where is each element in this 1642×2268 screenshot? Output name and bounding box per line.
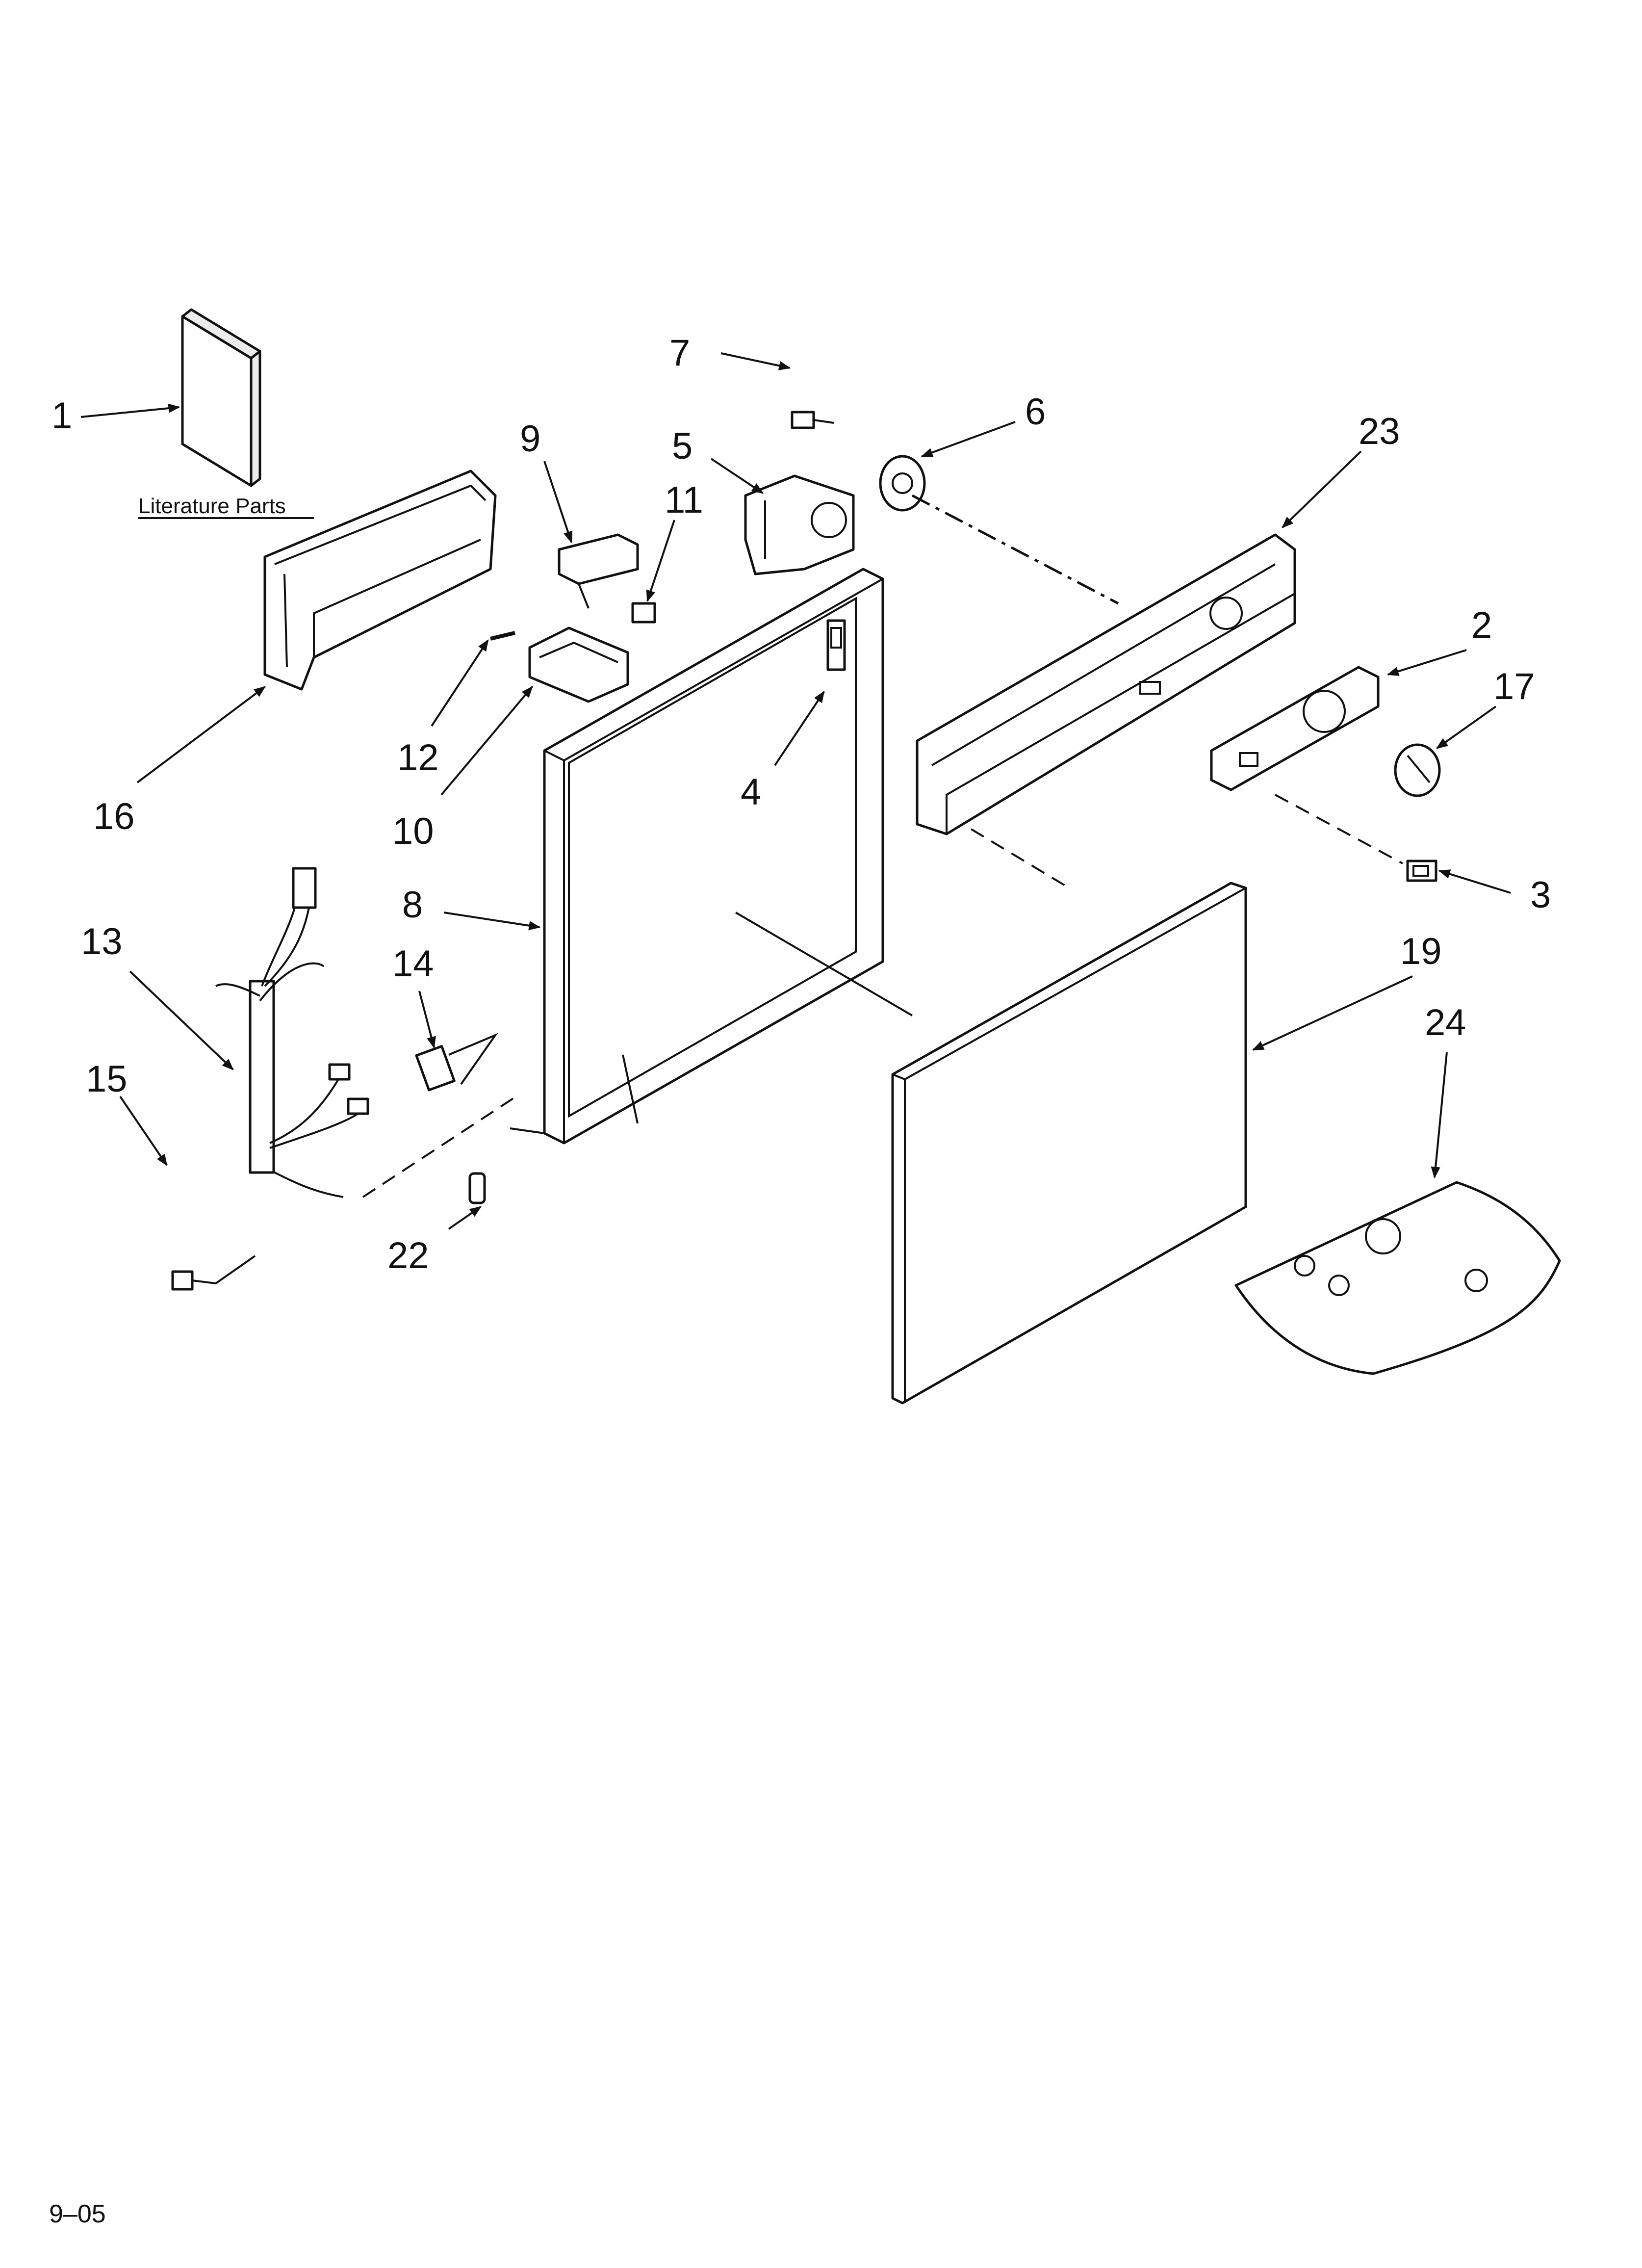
callout-19: 19 xyxy=(1400,931,1442,972)
control-panel-overlay xyxy=(1210,666,1380,791)
callout-23: 23 xyxy=(1359,411,1400,452)
literature-booklet xyxy=(181,308,261,487)
assembly-line-console xyxy=(970,828,1070,889)
leader-2 xyxy=(1386,649,1467,676)
leader-7 xyxy=(720,352,791,370)
callout-24: 24 xyxy=(1425,1002,1466,1043)
callout-2: 2 xyxy=(1471,604,1492,646)
cover-shield xyxy=(263,469,497,691)
spring-pin xyxy=(490,631,515,641)
callout-4: 4 xyxy=(741,771,761,813)
leader-17 xyxy=(1436,705,1497,749)
literature-parts-label: Literature Parts xyxy=(138,494,286,518)
leader-14 xyxy=(418,991,436,1049)
timer-knob-cam xyxy=(879,455,926,512)
assembly-line-panel xyxy=(735,912,913,1017)
callout-8: 8 xyxy=(402,884,423,926)
assembly-line-timer xyxy=(911,494,1119,605)
switch-holder xyxy=(528,626,629,703)
console-panel xyxy=(916,533,1296,835)
door-frame xyxy=(510,568,884,1145)
timer-assembly xyxy=(744,474,855,575)
leader-19 xyxy=(1252,975,1413,1051)
leader-16 xyxy=(136,686,266,783)
callout-1: 1 xyxy=(51,395,72,437)
callout-5: 5 xyxy=(672,425,693,467)
assembly-line-harness xyxy=(362,1093,521,1198)
callout-10: 10 xyxy=(392,810,434,852)
leader-9 xyxy=(543,461,573,544)
callout-7: 7 xyxy=(669,332,690,374)
leader-22 xyxy=(448,1206,482,1230)
control-knob xyxy=(1394,743,1441,797)
callout-3: 3 xyxy=(1530,874,1551,916)
timer-screw xyxy=(791,411,834,429)
parts-bag xyxy=(1234,1181,1561,1375)
leader-23 xyxy=(1282,450,1362,528)
leader-5 xyxy=(710,458,764,494)
footer-code: 9–05 xyxy=(49,2200,106,2228)
assembly-line-screw xyxy=(215,1255,256,1284)
leader-4 xyxy=(774,691,825,766)
switch-actuator xyxy=(631,602,656,624)
rocker-switch xyxy=(1406,860,1437,882)
leader-13 xyxy=(129,970,234,1070)
switch-bracket xyxy=(558,533,639,609)
callout-12: 12 xyxy=(397,737,439,779)
frame-clip xyxy=(468,1172,486,1204)
assembly-line-frame xyxy=(622,1054,639,1124)
wire-harness xyxy=(215,867,369,1198)
callout-15: 15 xyxy=(86,1058,128,1100)
leader-1 xyxy=(80,403,180,418)
callout-14: 14 xyxy=(392,943,434,985)
leader-8 xyxy=(443,912,541,931)
door-hinge-bracket xyxy=(826,619,846,671)
leader-24 xyxy=(1431,1052,1448,1179)
door-panel xyxy=(891,882,1247,1405)
assembly-line-switch xyxy=(1275,794,1403,864)
harness-connector xyxy=(415,1033,498,1092)
leader-11 xyxy=(646,520,675,602)
leader-6 xyxy=(921,421,1016,457)
callout-22: 22 xyxy=(387,1235,429,1277)
leader-15 xyxy=(119,1095,168,1166)
callout-13: 13 xyxy=(81,921,123,963)
leader-12 xyxy=(431,639,489,727)
callout-17: 17 xyxy=(1493,666,1535,707)
callout-11: 11 xyxy=(665,479,703,521)
callout-9: 9 xyxy=(520,418,540,460)
callout-16: 16 xyxy=(93,796,135,837)
leader-10 xyxy=(440,686,533,796)
harness-screw xyxy=(171,1270,216,1291)
leader-3 xyxy=(1438,869,1511,894)
callout-6: 6 xyxy=(1025,391,1046,433)
